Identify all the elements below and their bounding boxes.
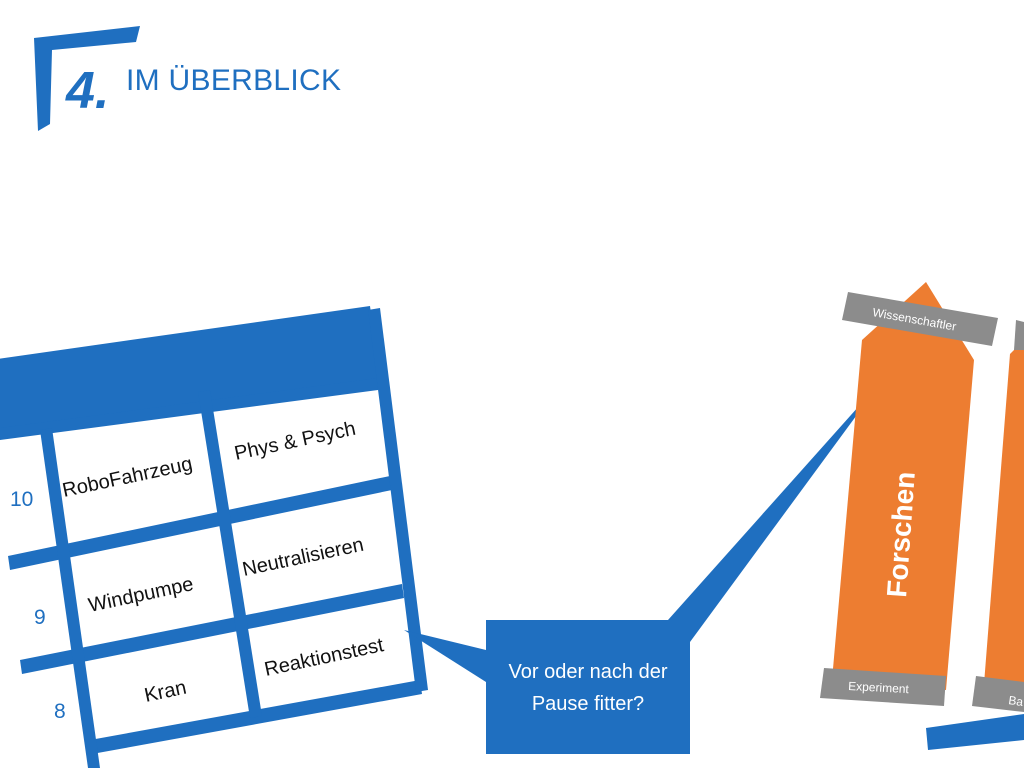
callout-pointer-right xyxy=(668,378,884,642)
table-cell: Neutralisieren xyxy=(240,534,365,581)
table-divider xyxy=(20,584,404,674)
pillar-bottom-tag-label: Experiment xyxy=(848,679,910,696)
speech-callout xyxy=(404,378,884,754)
schedule-table: 10 9 8 RoboFahrzeug Phys & Psych Windpum… xyxy=(0,306,428,768)
pillar-top-tag xyxy=(842,292,998,346)
section-number: 4. xyxy=(65,62,109,120)
callout-line: Pause fitter? xyxy=(531,693,645,715)
table-divider xyxy=(40,428,100,768)
table-cell: Windpumpe xyxy=(86,573,195,617)
second-pillar-body xyxy=(984,340,1024,690)
table-cell: Phys & Psych xyxy=(232,418,357,465)
row-label: 10 xyxy=(10,488,33,511)
callout-box xyxy=(486,620,690,754)
second-pillar-bottom-tag-label: Ba xyxy=(1008,693,1024,709)
pillar-body xyxy=(832,282,974,690)
table-divider xyxy=(0,378,378,440)
table-cell: Kran xyxy=(142,677,188,707)
table-cell: RoboFahrzeug xyxy=(60,453,194,502)
pillar-bottom-tag xyxy=(820,668,946,706)
page-title: IM ÜBERBLICK xyxy=(126,64,342,97)
table-divider xyxy=(8,476,392,570)
second-pillar: Ba xyxy=(926,320,1024,750)
row-label: 8 xyxy=(54,700,66,723)
row-label: 9 xyxy=(34,606,46,629)
research-pillar: Wissenschaftler Experiment Forschen xyxy=(820,282,998,706)
table-divider xyxy=(198,390,262,718)
callout-text: Vor oder nach der Pause fitter? xyxy=(486,656,690,720)
second-pillar-top-tag xyxy=(1014,320,1024,350)
second-pillar-bottom-tag xyxy=(972,676,1024,712)
table-header-bar xyxy=(0,306,380,434)
callout-line: Vor oder nach der xyxy=(508,661,668,683)
badge-corner-shape xyxy=(34,26,140,131)
table-divider xyxy=(368,308,428,692)
section-number-badge: 4. xyxy=(34,26,140,131)
callout-pointer-left xyxy=(404,630,486,682)
blue-corner-accent xyxy=(926,714,1024,750)
table-cell: Reaktionstest xyxy=(262,634,386,681)
